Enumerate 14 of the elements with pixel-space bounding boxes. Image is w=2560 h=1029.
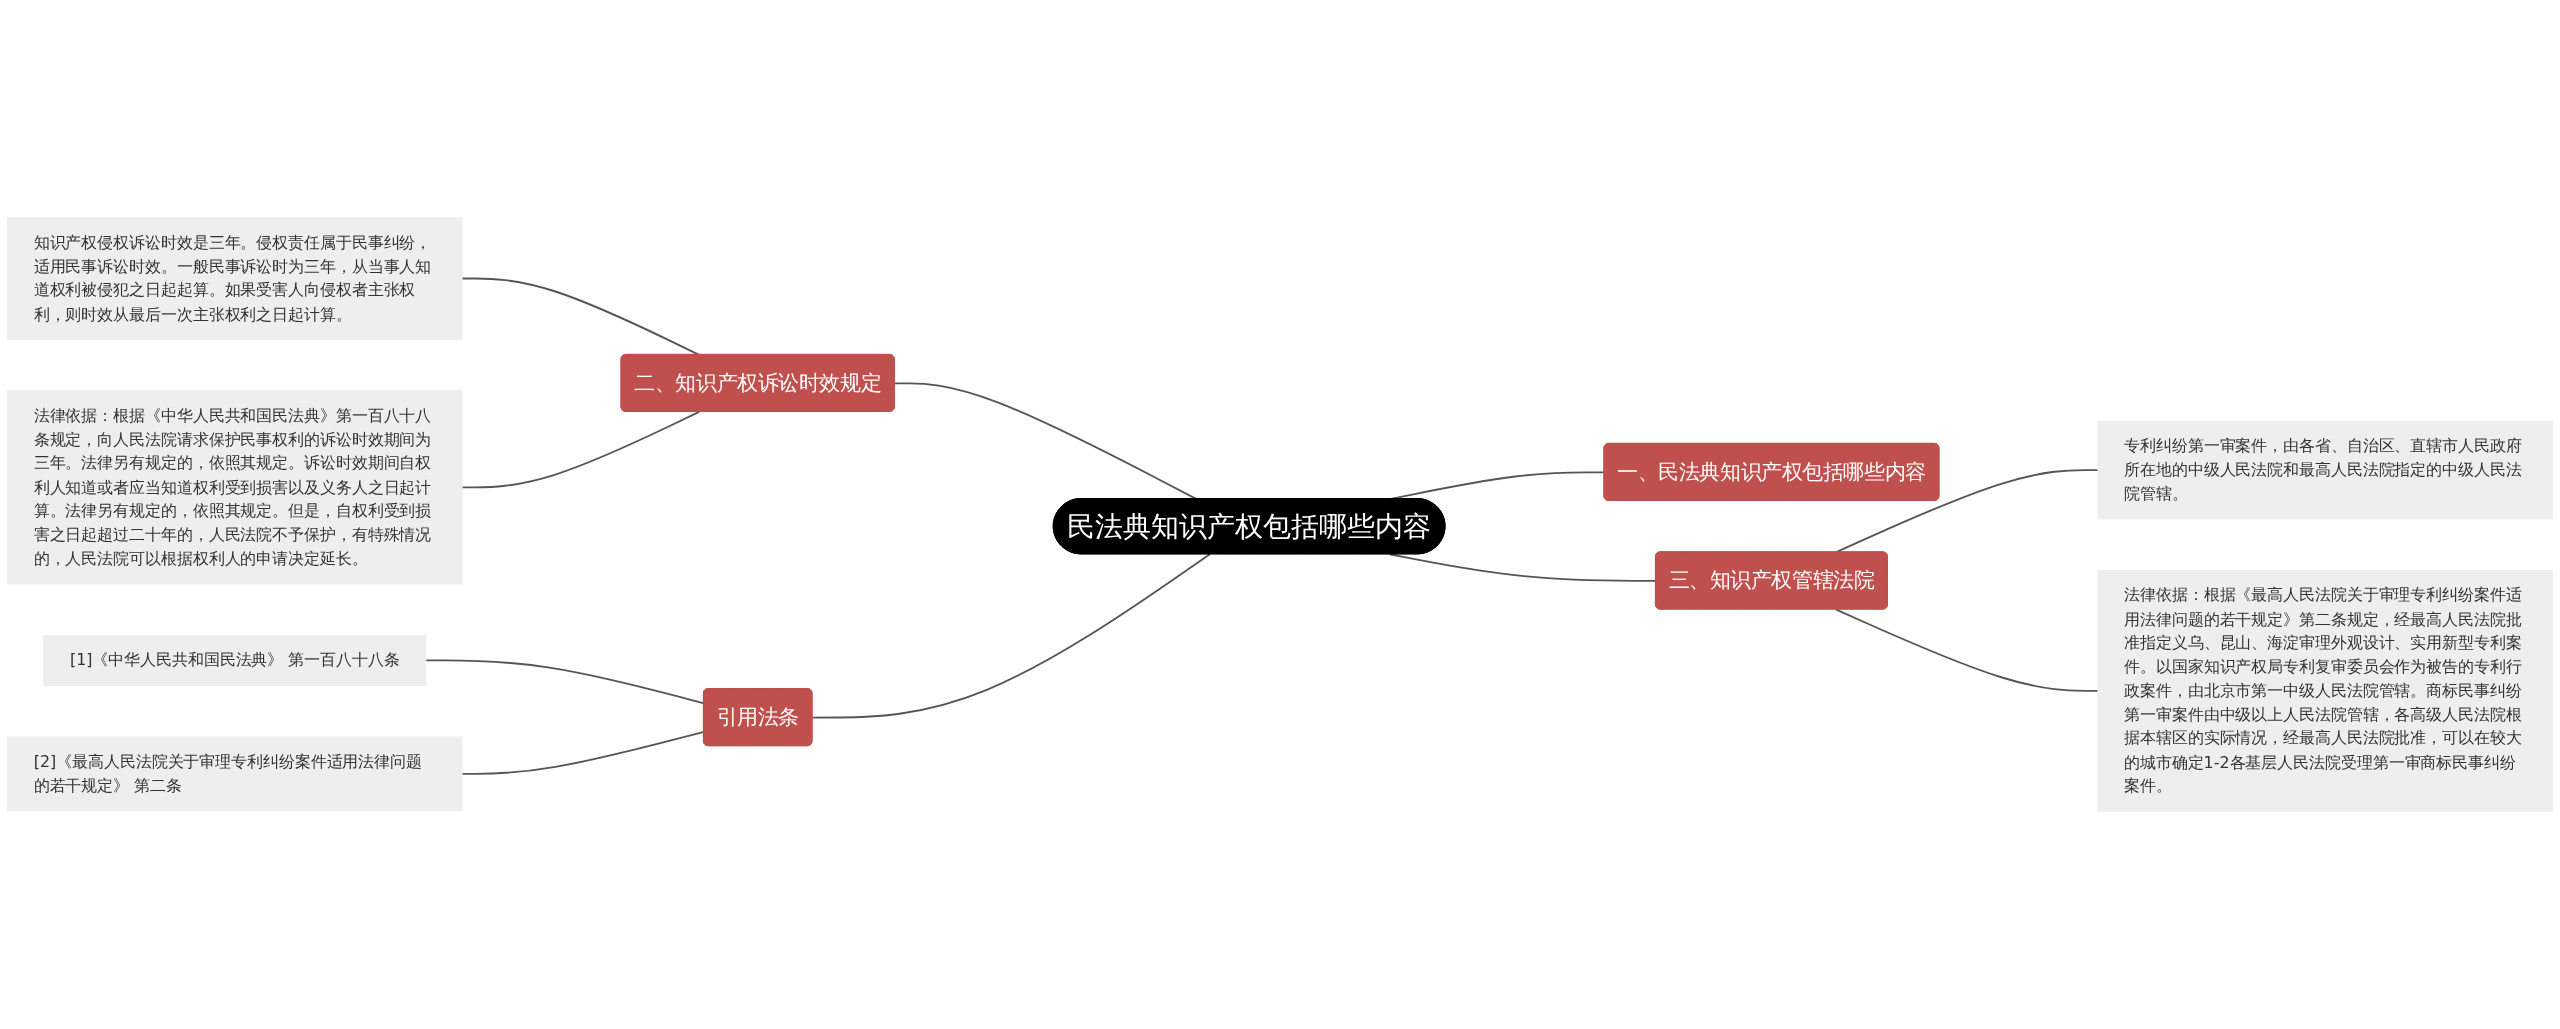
node-box: 专利纠纷第一审案件，由各省、自治区、直辖市人民政府所在地的中级人民法院和最高人民法院指定的中级人民法院管辖。 (2097, 420, 2553, 520)
connector (811, 553, 1211, 719)
node-box: [2]《最高人民法院关于审理专利纠纷案件适用法律问题的若干规定》 第二条 (7, 736, 463, 812)
connector (461, 411, 701, 489)
node-box: [1]《中华人民共和国民法典》 第一百八十八条 (43, 634, 427, 686)
node-box: 知识产权侵权诉讼时效是三年。侵权责任属于民事纠纷，适用民事诉讼时效。一般民事诉讼时为三年，从当事人知道权利被侵犯之日起起算。如果受害人向侵权者主张权利，则时效从最后一次主张权利之日起计算。 (7, 217, 463, 340)
node-box: 法律依据：根据《最高人民法院关于审理专利纠纷案件适用法律问题的若干规定》第二条规定，经最高人民法院批准指定义乌、昆山、海淀审理外观设计、实用新型专利案件。以国家知识产权局专利复审委员会作为被告的专利行政案件，由北京市第一中级人民法院管辖。商标民事纠纷第一审案件由中级以上人民法院管辖，各高级人民法院根据本辖区的实际情况，经最高人民法院批准，可以在较大的城市确定1-2各基层人民法院受理第一审商标民事纠纷案件。 (2097, 569, 2553, 812)
connector (461, 277, 701, 356)
connector (893, 382, 1198, 500)
node-box: 法律依据：根据《中华人民共和国民法典》第一百八十八条规定，向人民法院请求保护民事权利的诉讼时效期间为三年。法律另有规定的，依照其规定。诉讼时效期间自权利人知道或者应当知道权利受到损害以及义务人之日起计算。法律另有规定的，依照其规定。但是，自权利受到损害之日起超过二十年的，人民法院不予保护，有特殊情况的，人民法院可以根据权利人的申请决定延长。 (7, 390, 463, 585)
connector (1834, 608, 2099, 692)
connector (424, 659, 705, 705)
connector (1388, 553, 1657, 582)
connector (461, 730, 705, 775)
